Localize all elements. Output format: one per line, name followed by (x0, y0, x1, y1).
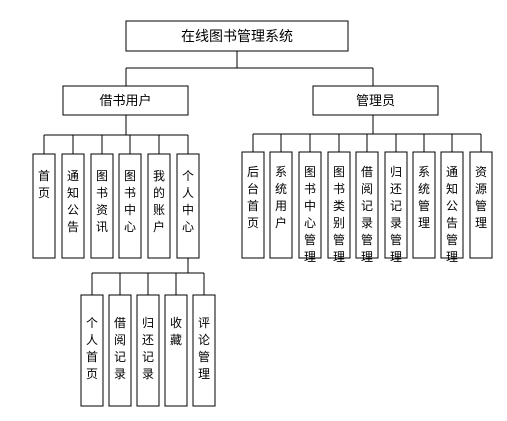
personal-center-item-4-box (192, 294, 216, 407)
borrower-item-3-label: 图书中心 (124, 169, 136, 234)
admin-item-2-label: 图书中心管理 (304, 165, 316, 264)
borrower-item-2-box (90, 153, 114, 259)
personal-center-item-4-label: 评论管理 (198, 316, 210, 381)
personal-center-item-2-label: 归还记录 (142, 316, 154, 381)
admin-item-3-box (327, 151, 351, 259)
admin-item-5-box (384, 151, 408, 259)
admin-item-8-label: 资源管理 (475, 165, 487, 230)
admin-item-3-label: 图书类别管理 (333, 165, 345, 264)
admin-item-4-label: 借阅记录管理 (361, 165, 373, 264)
borrower-item-5-box (176, 153, 200, 259)
borrower-item-3-box (118, 153, 142, 259)
borrower-item-0-label: 首页 (38, 169, 50, 200)
admin-item-8-box (469, 151, 493, 259)
admin-item-1-box (269, 151, 293, 259)
borrower-item-2-label: 图书资讯 (96, 169, 108, 234)
borrower-item-4-box (147, 153, 171, 259)
personal-center-item-1-box (108, 294, 132, 407)
borrower-item-1-box (61, 153, 85, 259)
admin-item-0-box (241, 151, 265, 259)
root-node-box (125, 20, 349, 52)
personal-center-item-3-label: 收藏 (170, 316, 182, 347)
branch-admin-box (312, 85, 439, 116)
admin-item-2-box (298, 151, 322, 259)
admin-item-1-label: 系统用户 (275, 165, 287, 230)
personal-center-item-3-box (164, 294, 188, 407)
personal-center-item-1-label: 借阅记录 (114, 316, 126, 381)
branch-admin-label: 管理员 (356, 94, 395, 109)
branch-borrower-box (62, 85, 189, 116)
personal-center-item-0-box (80, 294, 104, 407)
admin-item-4-box (355, 151, 379, 259)
root-node-label: 在线图书管理系统 (181, 29, 293, 45)
admin-item-6-label: 系统管理 (418, 165, 430, 230)
admin-item-7-label: 通知公告管理 (446, 165, 458, 264)
admin-item-6-box (412, 151, 436, 259)
borrower-item-1-label: 通知公告 (67, 169, 79, 234)
connector-lines (43, 51, 482, 295)
admin-item-0-label: 后台首页 (247, 165, 259, 230)
admin-item-5-label: 归还记录管理 (390, 165, 402, 264)
borrower-item-5-label: 个人中心 (182, 169, 194, 234)
borrower-item-0-box (32, 153, 56, 259)
personal-center-item-2-box (136, 294, 160, 407)
personal-center-item-0-label: 个人首页 (86, 316, 98, 381)
borrower-item-4-label: 我的账户 (153, 169, 165, 234)
admin-item-7-box (440, 151, 464, 259)
branch-borrower-label: 借书用户 (99, 93, 151, 109)
